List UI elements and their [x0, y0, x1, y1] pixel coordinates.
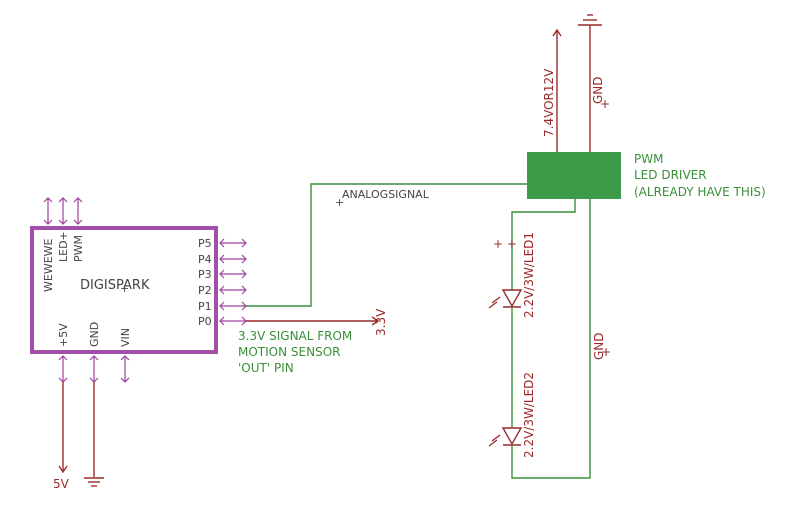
bottom-pin-label-5v: +5V	[57, 323, 70, 347]
led-plus-mark: + +	[493, 237, 517, 251]
right-pin-p5[interactable]	[219, 238, 247, 248]
right-pin-label-p3: P3	[198, 268, 212, 281]
net-label-analog: ANALOGSIGNAL	[342, 188, 430, 201]
supply-vin-arrow-icon	[552, 28, 562, 37]
right-pin-label-p0: P0	[198, 315, 212, 328]
right-pin-label-p1: P1	[198, 300, 212, 313]
top-pin-label-wewewe: WEWEWE	[42, 238, 55, 292]
supply-5v-arrow-icon	[58, 465, 68, 474]
wire-led-anode	[511, 199, 576, 290]
supply-vin-label: 7.4VOR12V	[542, 68, 556, 137]
wire-analog-signal	[246, 183, 527, 307]
ground-top-icon	[578, 14, 602, 26]
right-pin-label-p2: P2	[198, 284, 212, 297]
ground-icon	[84, 477, 104, 487]
led1-icon[interactable]	[488, 289, 523, 309]
supply-5v-label: 5V	[53, 477, 70, 491]
driver-label-line2: LED DRIVER	[634, 168, 707, 182]
top-pin-label-led-plus: LED+	[57, 231, 70, 262]
right-pin-p2[interactable]	[219, 285, 247, 295]
supply-3v3-label: 3.3V	[374, 308, 388, 336]
right-pin-p1[interactable]	[219, 301, 247, 311]
top-pin-wewewe[interactable]	[43, 197, 53, 225]
top-pin-led-plus[interactable]	[58, 197, 68, 225]
bottom-pin-5v[interactable]	[58, 355, 68, 383]
note-line3: 'OUT' PIN	[238, 361, 294, 375]
driver-label-line3: (ALREADY HAVE THIS)	[634, 185, 766, 199]
bottom-pin-label-gnd: GND	[88, 322, 101, 347]
pwm-led-driver-block[interactable]	[527, 152, 621, 199]
supply-3v3-arrow-icon	[371, 316, 380, 326]
led2-label: 2.2V/3W/LED2	[522, 372, 536, 458]
driver-label-line1: PWM	[634, 152, 663, 166]
wire-led-return	[511, 199, 591, 479]
top-pin-label-pwm: PWM	[72, 235, 85, 262]
led1-label: 2.2V/3W/LED1	[522, 232, 536, 318]
right-pin-p3[interactable]	[219, 269, 247, 279]
top-pin-pwm[interactable]	[73, 197, 83, 225]
right-pin-p0[interactable]	[219, 316, 247, 326]
gnd-right-label: GND	[592, 332, 606, 360]
gnd-top-label: GND	[591, 76, 605, 104]
bottom-pin-vin[interactable]	[120, 355, 130, 383]
bottom-pin-gnd[interactable]	[89, 355, 99, 383]
net-origin-mark: +	[335, 196, 344, 209]
note-line1: 3.3V SIGNAL FROM	[238, 329, 352, 343]
board-origin-mark: +	[120, 282, 129, 295]
right-pin-label-p5: P5	[198, 237, 212, 250]
digispark-body[interactable]	[30, 226, 218, 354]
gnd-right-mark: +	[601, 345, 611, 359]
led2-icon[interactable]	[488, 427, 523, 447]
right-pin-p4[interactable]	[219, 254, 247, 264]
board-name: DIGISPARK	[80, 278, 150, 293]
note-line2: MOTION SENSOR	[238, 345, 340, 359]
bottom-pin-label-vin: VIN	[119, 328, 132, 347]
gnd-top-mark: +	[600, 97, 610, 111]
right-pin-label-p4: P4	[198, 253, 212, 266]
